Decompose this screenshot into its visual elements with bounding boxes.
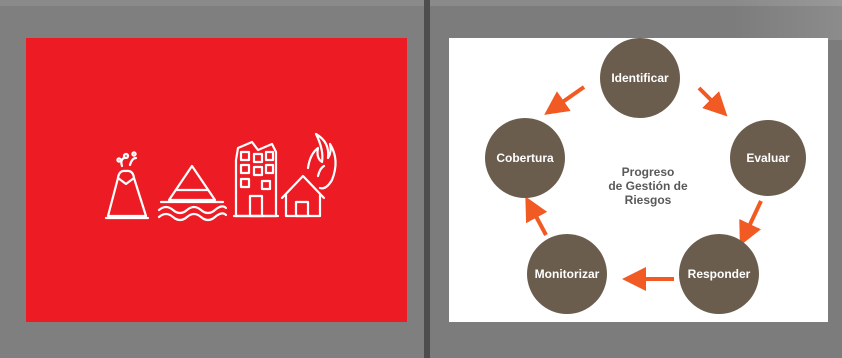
flooded-house-icon bbox=[157, 164, 228, 222]
node-evaluar bbox=[730, 120, 806, 196]
arrow-monitorizar-cobertura bbox=[525, 196, 548, 236]
pane-divider[interactable] bbox=[424, 0, 430, 358]
stage-label-evaluar: Evaluar bbox=[746, 151, 790, 165]
right-slide-pane: Identificar Evaluar Responder Monitoriza… bbox=[430, 0, 842, 358]
disaster-icons-slide[interactable] bbox=[26, 38, 407, 322]
left-slide-pane bbox=[0, 0, 424, 322]
stage-label-identificar: Identificar bbox=[611, 71, 669, 85]
damaged-building-icon bbox=[232, 140, 280, 218]
stage-label-cobertura: Cobertura bbox=[496, 151, 554, 165]
disaster-icons-graphic bbox=[104, 132, 337, 222]
top-strip bbox=[0, 0, 424, 6]
node-monitorizar bbox=[527, 234, 607, 314]
burning-house-icon bbox=[280, 132, 337, 218]
top-strip-right bbox=[430, 0, 842, 6]
center-label-line-3: Riesgos bbox=[625, 193, 672, 207]
center-label-line-1: Progreso bbox=[622, 165, 675, 179]
node-responder bbox=[679, 234, 759, 314]
center-label-line-2: de Gestión de bbox=[608, 179, 688, 193]
risk-cycle-diagram: Identificar Evaluar Responder Monitoriza… bbox=[485, 38, 806, 314]
risk-cycle-slide[interactable]: Identificar Evaluar Responder Monitoriza… bbox=[449, 38, 828, 322]
arrow-evaluar-responder bbox=[739, 200, 763, 246]
volcano-icon bbox=[104, 151, 150, 220]
arrow-identificar-evaluar bbox=[697, 86, 728, 117]
arrow-identificar-cobertura bbox=[544, 85, 586, 115]
stage-label-responder: Responder bbox=[688, 267, 751, 281]
node-identificar bbox=[600, 38, 680, 118]
corner-highlight bbox=[732, 0, 842, 40]
node-cobertura bbox=[485, 118, 565, 198]
stage-label-monitorizar: Monitorizar bbox=[535, 267, 600, 281]
